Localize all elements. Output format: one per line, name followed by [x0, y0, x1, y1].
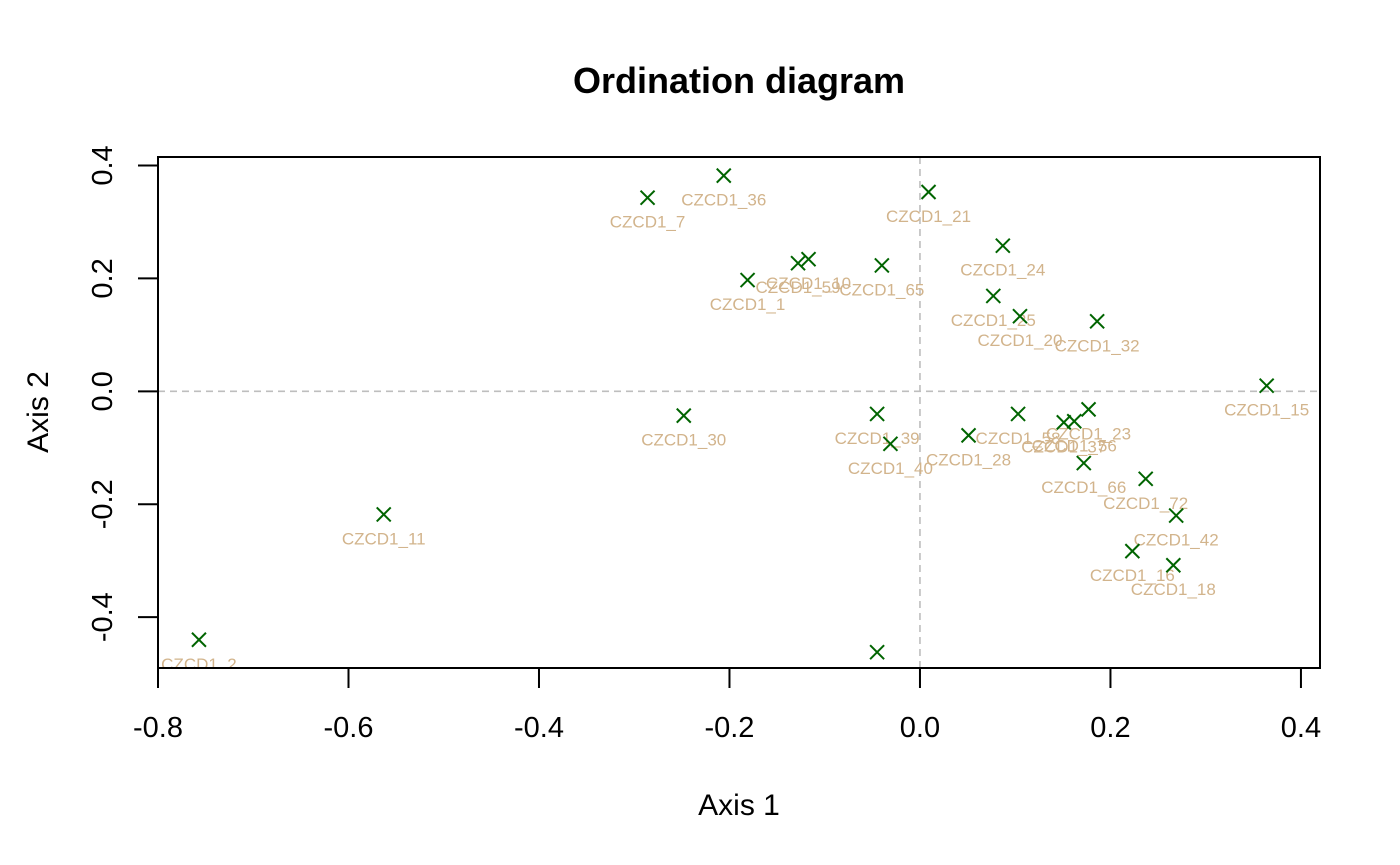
- data-points: CZCD1_2CZCD1_11CZCD1_7CZCD1_36CZCD1_1CZC…: [161, 167, 1309, 686]
- point-label: CZCD1_59: [756, 278, 841, 297]
- point-marker: [995, 237, 1011, 254]
- point-marker: [790, 255, 806, 271]
- point-marker: [1012, 308, 1028, 324]
- y-tick-label: -0.4: [87, 592, 119, 642]
- point-label: CZCD1_18: [1131, 580, 1216, 599]
- point-label: CZCD1_23: [1046, 424, 1131, 443]
- y-tick-label: 0.4: [87, 145, 119, 185]
- x-tick-label: 0.0: [900, 712, 940, 744]
- y-axis-title: Axis 2: [22, 371, 55, 453]
- y-tick-label: -0.2: [87, 479, 119, 529]
- point-marker: [869, 406, 885, 422]
- point-label: CZCD1_2: [161, 655, 237, 674]
- point-label: CZCD1_24: [960, 261, 1045, 280]
- x-axis: -0.8 -0.6 -0.4 -0.2 0.0 0.2 0.4: [133, 667, 1321, 744]
- x-tick-label: -0.8: [133, 712, 183, 744]
- point-marker: [1165, 557, 1182, 573]
- x-axis-title: Axis 1: [698, 789, 780, 822]
- point-label: CZCD1_37: [1021, 437, 1106, 456]
- x-tick-label: -0.2: [704, 712, 754, 744]
- point-label: CZCD1_58: [976, 429, 1061, 448]
- point-marker: [1010, 406, 1026, 422]
- point-marker: [800, 251, 817, 267]
- point-label: CZCD1_63: [835, 667, 920, 686]
- x-tick-label: 0.4: [1281, 712, 1321, 744]
- point-label: CZCD1_16: [1090, 566, 1175, 585]
- point-label: CZCD1_15: [1224, 401, 1309, 420]
- point-label: CZCD1_66: [1041, 478, 1126, 497]
- point-marker: [874, 257, 890, 274]
- point-label: CZCD1_72: [1103, 494, 1188, 513]
- point-label: CZCD1_36: [681, 191, 766, 210]
- point-marker: [1076, 455, 1092, 471]
- point-label: CZCD1_39: [835, 429, 920, 448]
- point-label: CZCD1_40: [848, 459, 933, 478]
- point-marker: [920, 184, 937, 200]
- point-marker: [639, 189, 656, 206]
- chart-title: Ordination diagram: [573, 60, 905, 101]
- x-tick-label: -0.4: [514, 712, 564, 744]
- point-marker: [1137, 471, 1154, 487]
- point-label: CZCD1_65: [839, 280, 924, 299]
- point-marker: [676, 407, 692, 424]
- point-label: CZCD1_21: [886, 207, 971, 226]
- point-label: CZCD1_11: [342, 529, 426, 548]
- point-marker: [1056, 414, 1072, 431]
- point-label: CZCD1_25: [951, 311, 1036, 330]
- point-label: CZCD1_32: [1055, 336, 1140, 355]
- point-label: CZCD1_7: [610, 213, 686, 232]
- y-axis: -0.4 -0.2 0.0 0.2 0.4: [87, 145, 159, 642]
- point-marker: [1168, 507, 1184, 524]
- x-tick-label: 0.2: [1090, 712, 1130, 744]
- point-marker: [1080, 401, 1097, 418]
- point-marker: [1089, 313, 1105, 330]
- point-marker: [376, 506, 392, 523]
- point-label: CZCD1_20: [977, 331, 1062, 350]
- point-marker: [869, 644, 885, 660]
- y-tick-label: 0.2: [87, 258, 119, 298]
- point-marker: [960, 427, 977, 444]
- x-tick-label: -0.6: [323, 712, 373, 744]
- point-marker: [882, 436, 899, 452]
- reference-lines: [158, 157, 1320, 668]
- point-marker: [1258, 377, 1275, 394]
- point-marker: [716, 167, 732, 184]
- point-label: CZCD1_30: [641, 431, 726, 450]
- point-label: CZCD1_10: [766, 274, 851, 293]
- point-marker: [985, 288, 1002, 304]
- y-tick-label: 0.0: [87, 371, 119, 411]
- point-marker: [1124, 543, 1141, 559]
- point-label: CZCD1_1: [710, 295, 786, 314]
- point-label: CZCD1_42: [1134, 531, 1219, 550]
- point-marker: [739, 272, 756, 288]
- point-marker: [191, 632, 207, 648]
- point-label: CZCD1_56: [1032, 436, 1117, 455]
- point-label: CZCD1_28: [926, 450, 1011, 469]
